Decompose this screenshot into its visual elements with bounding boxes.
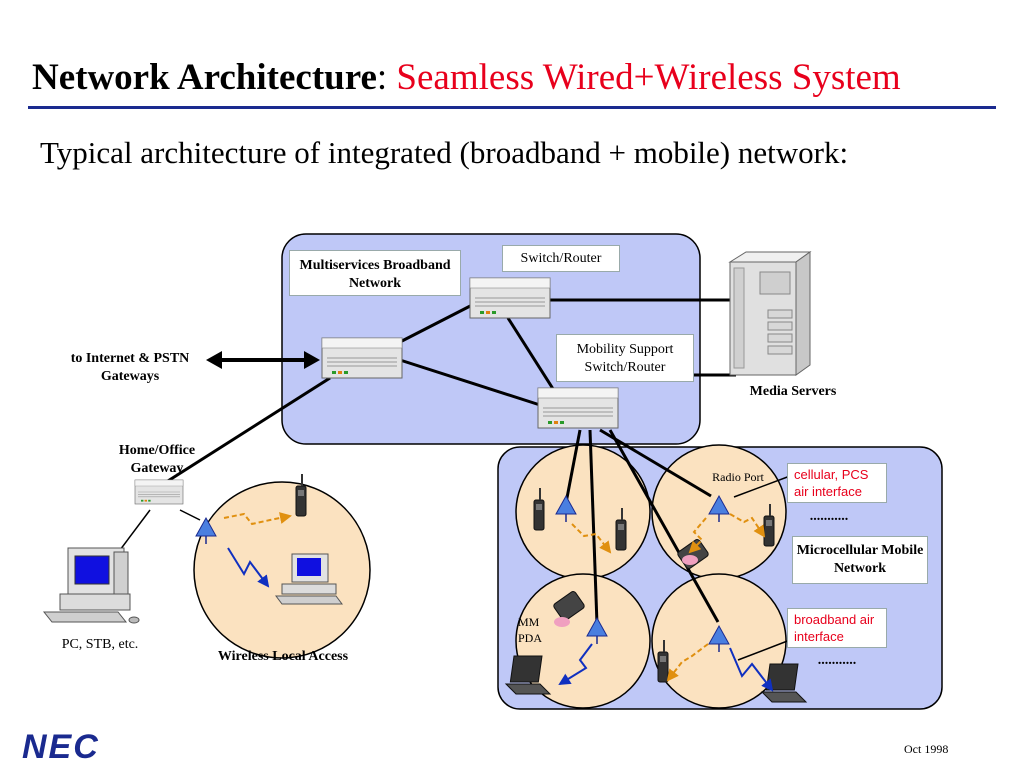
slide-title: Network Architecture: Seamless Wired+Wir… xyxy=(32,56,901,99)
mobility-support-switch-router xyxy=(537,387,619,429)
media-server-icon xyxy=(728,251,812,376)
media-servers-label: Media Servers xyxy=(749,384,837,399)
microcell-bottom-left xyxy=(515,573,651,709)
pc-label: PC, STB, etc. xyxy=(61,637,139,652)
handset-icon xyxy=(295,473,307,517)
wireless-local-access-cell xyxy=(193,481,371,659)
wireless-local-access-label: Wireless Local Access xyxy=(217,649,349,664)
internet-label: to Internet & PSTN Gateways xyxy=(70,351,190,384)
home-gateway-label: Home/Office Gateway xyxy=(118,443,196,476)
multiservices-label: Multiservices Broadband Network xyxy=(289,250,461,296)
edge-router xyxy=(321,337,403,379)
nec-logo: NEC xyxy=(22,728,100,766)
slide-date: Oct 1998 xyxy=(904,742,949,756)
pc-icon xyxy=(42,547,140,624)
broadband-air-interface-label: broadband air interface xyxy=(787,608,887,648)
pda-icon-1 xyxy=(553,591,585,627)
ellipsis-1: ........... xyxy=(809,509,849,524)
radio-port-label: Radio Port xyxy=(712,470,764,484)
home-office-gateway-device xyxy=(134,479,184,505)
mobility-label: Mobility Support Switch/Router xyxy=(556,334,694,382)
switch-router-label: Switch/Router xyxy=(502,245,620,272)
title-separator: : xyxy=(376,57,397,98)
wired-links xyxy=(159,298,736,625)
slide-subtitle: Typical architecture of integrated (broa… xyxy=(40,135,849,170)
cellular-air-interface-label: cellular, PCS air interface xyxy=(787,463,887,503)
switch-router xyxy=(469,277,551,319)
title-rule xyxy=(28,106,996,109)
wireless-pc-icon xyxy=(275,553,343,605)
internet-gateway-arrow xyxy=(206,351,320,369)
title-red: Seamless Wired+Wireless System xyxy=(396,57,901,98)
microcellular-label: Microcellular Mobile Network xyxy=(792,536,928,584)
mm-pda-label: MM PDA xyxy=(518,615,543,645)
ellipsis-2: ........... xyxy=(817,653,857,668)
title-bold: Network Architecture xyxy=(32,57,377,98)
